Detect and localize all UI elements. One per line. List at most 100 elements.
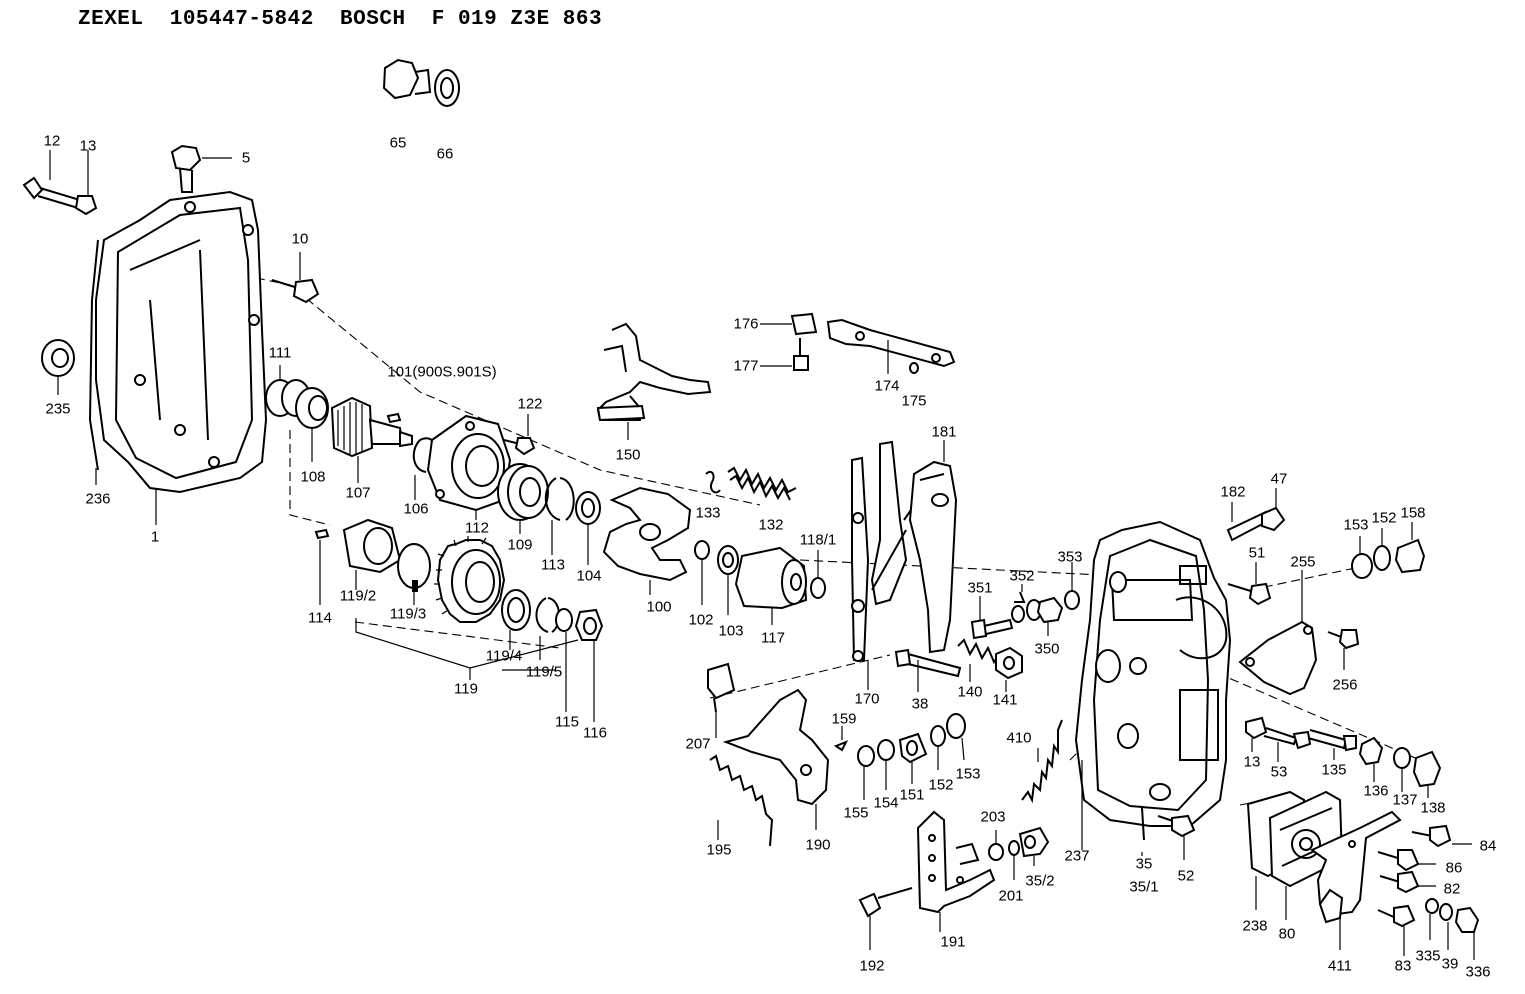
part-35-2-bush [1018,826,1050,866]
label-12: 12 [43,132,61,150]
label-119-4: 119/4 [485,647,523,665]
part-13-nut-b [1245,716,1268,752]
part-353-washer [1064,562,1080,610]
label-112: 112 [465,519,489,537]
label-65: 65 [389,134,407,152]
label-113: 113 [541,556,565,574]
part-109-bearing [497,463,549,534]
label-35-1: 35/1 [1129,878,1159,896]
label-237: 237 [1064,847,1090,865]
label-138: 138 [1420,799,1446,817]
label-350: 350 [1034,640,1060,658]
label-132: 132 [758,516,784,534]
label-115: 115 [555,713,579,731]
label-152-top: 152 [1371,509,1397,527]
label-181: 181 [931,423,957,441]
part-117-sleeve [734,546,808,625]
part-190-lever [722,688,830,830]
label-336: 336 [1465,963,1491,981]
label-108: 108 [300,468,326,486]
part-151-bush [898,732,928,784]
part-138-cap [1412,750,1442,798]
part-51-bolt [1227,562,1272,606]
part-411-bracket [1310,810,1402,950]
part-203-washer [988,830,1004,861]
part-53-bolt [1263,727,1312,762]
part-47-bolt [1261,488,1286,532]
label-176: 176 [733,315,759,333]
label-119-5: 119/5 [525,663,563,681]
label-103: 103 [718,622,744,640]
label-122: 122 [517,395,543,413]
label-82: 82 [1443,880,1461,898]
label-83: 83 [1394,957,1412,975]
part-38-bolt [894,648,962,692]
label-10: 10 [291,230,309,248]
label-100: 100 [646,598,672,616]
label-114: 114 [308,609,332,627]
part-101-key [386,412,402,424]
part-1-cover [95,190,268,525]
label-38: 38 [911,695,929,713]
label-35: 35 [1135,855,1153,873]
label-152-mid: 152 [928,776,954,794]
label-352: 352 [1009,567,1035,585]
part-351-screw [970,596,1014,640]
part-154-washer [877,739,895,790]
label-335: 335 [1415,947,1441,965]
label-66: 66 [436,145,454,163]
part-153-clip [1351,536,1373,579]
label-140: 140 [957,683,983,701]
part-119-4-ring [501,589,531,650]
label-190: 190 [805,836,831,854]
label-119: 119 [454,680,478,698]
label-5: 5 [241,149,251,167]
part-174-arm [826,318,956,374]
label-255: 255 [1290,553,1316,571]
part-12-bolt [22,150,98,216]
label-101: 101(900S.901S) [387,363,497,381]
part-137-washer [1393,747,1411,792]
part-116-nut [574,608,604,722]
label-39: 39 [1441,955,1459,973]
part-132-spring [727,466,797,501]
label-153-mid: 153 [955,765,981,783]
label-86: 86 [1445,859,1463,877]
label-13-top: 13 [79,137,97,155]
part-115-washer [555,608,573,712]
label-159: 159 [831,710,857,728]
part-152-ring [1373,528,1391,571]
part-119-gear [434,536,506,623]
label-192: 192 [859,957,885,975]
part-255-plate [1238,570,1318,696]
part-113-ring [545,477,575,555]
label-136: 136 [1363,782,1389,800]
label-104: 104 [576,567,602,585]
part-335-washer [1425,898,1439,940]
part-152-ring-b [930,725,946,770]
label-236: 236 [85,490,111,508]
label-353: 353 [1057,548,1083,566]
part-158-plug [1394,522,1426,574]
label-191: 191 [940,933,966,951]
part-10-bolt [271,252,320,304]
part-112-housing [426,414,512,520]
label-53: 53 [1270,763,1288,781]
label-137: 137 [1392,791,1418,809]
part-350-nut [1036,596,1064,636]
part-175-pin [909,362,919,374]
label-151: 151 [899,786,925,804]
label-141: 141 [992,691,1018,709]
part-119-5-clip [535,597,560,660]
part-170-lever [851,440,932,690]
part-207-block [707,662,736,738]
part-136-nut [1358,736,1384,782]
part-201-washer [1008,840,1020,880]
label-116: 116 [583,724,607,742]
label-155: 155 [843,804,869,822]
part-52-screw [1157,814,1196,860]
part-410-spring [1021,719,1063,804]
label-1: 1 [150,528,160,546]
label-158: 158 [1400,504,1426,522]
part-119-3-bush [397,543,431,605]
